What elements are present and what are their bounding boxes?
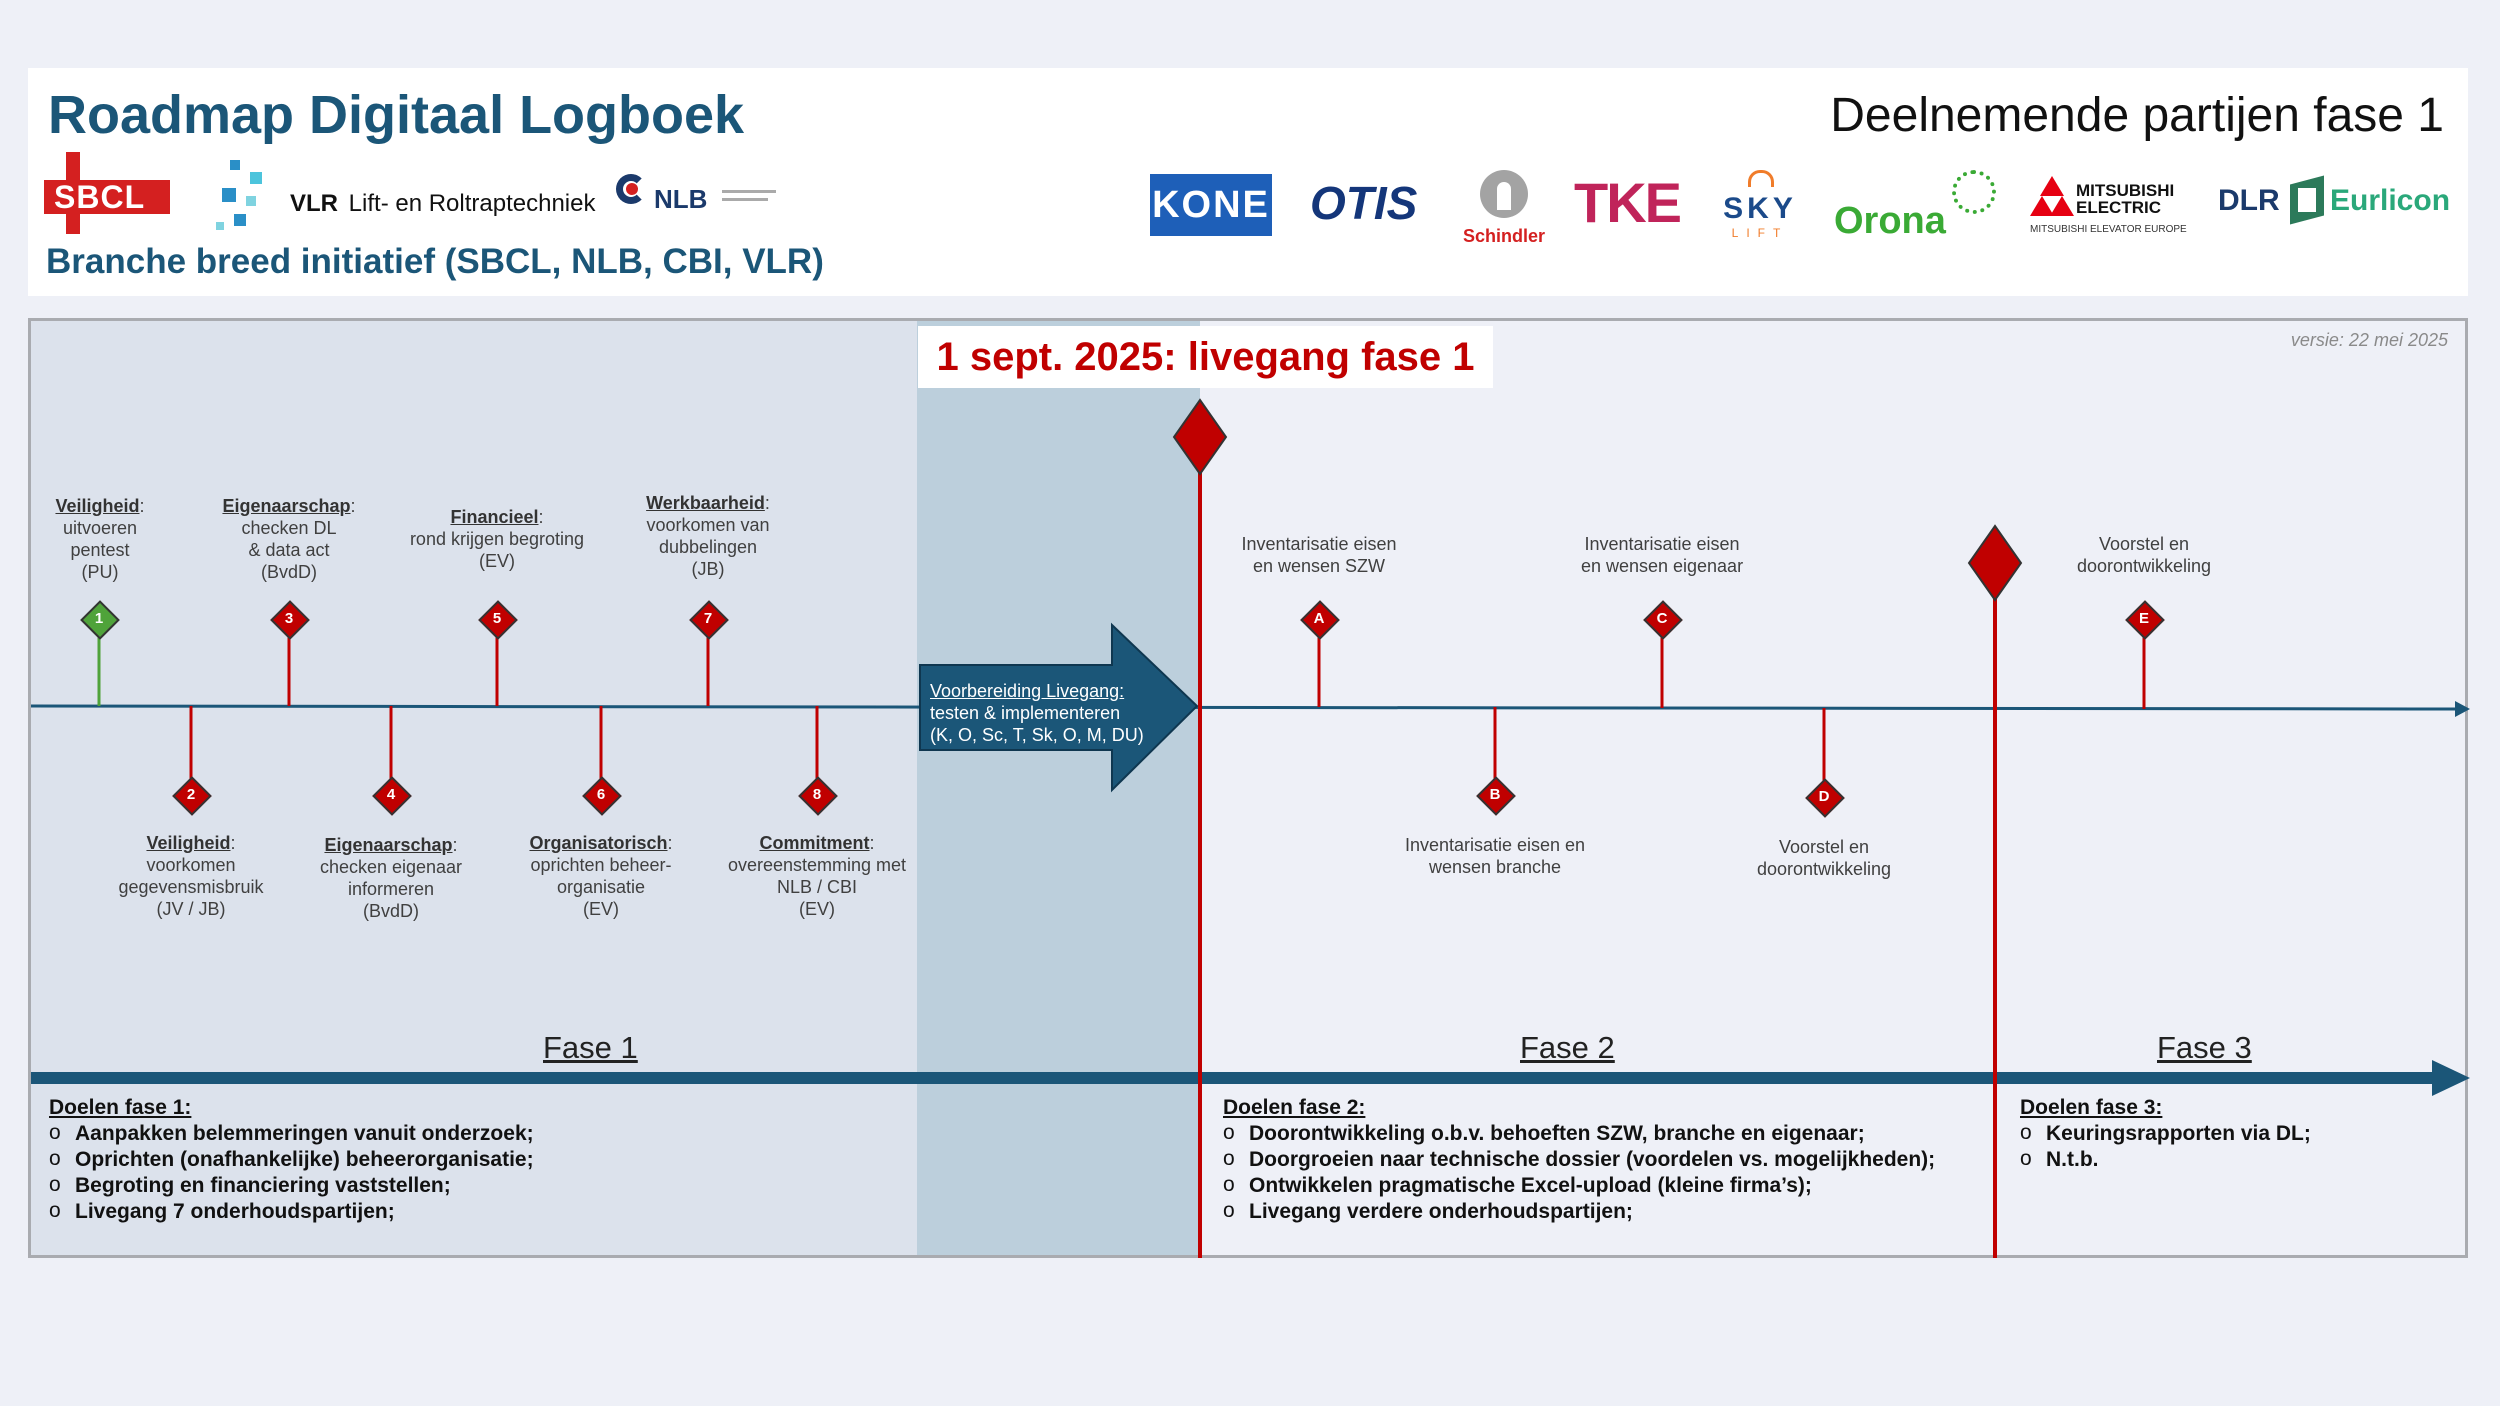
vlr-logo: VLR Lift- en Roltraptechniek — [210, 152, 595, 242]
partners-title: Deelnemende partijen fase 1 — [1830, 89, 2444, 142]
mitsubishi-logo: MITSUBISHI ELECTRIC MITSUBISHI ELEVATOR … — [2030, 172, 2190, 242]
livegang-banner: 1 sept. 2025: livegang fase 1 — [918, 326, 1493, 388]
milestone-a-marker: A — [1300, 600, 1340, 640]
milestone-d-label: Voorstel en doorontwikkeling — [1756, 837, 1892, 879]
milestone-7-label: Werkbaarheid: voorkomen van dubbelingen … — [646, 493, 770, 579]
goal-item: Doorontwikkeling o.b.v. behoeften SZW, b… — [1223, 1120, 1993, 1147]
milestone-2-marker: 2 — [172, 776, 212, 816]
goals-fase2: Doelen fase 2: Doorontwikkeling o.b.v. b… — [1223, 1095, 1993, 1225]
milestone-8-marker: 8 — [798, 776, 838, 816]
goal-item: Livegang verdere onderhoudspartijen; — [1223, 1198, 1993, 1225]
kone-logo: KONE — [1150, 174, 1272, 236]
sky-lift-logo: SKY LIFT — [1720, 170, 1800, 242]
goals-fase3: Doelen fase 3: Keuringsrapporten via DL;… — [2020, 1095, 2460, 1173]
goal-item: Begroting en financiering vaststellen; — [49, 1172, 909, 1199]
milestone-3-marker: 3 — [270, 600, 310, 640]
otis-logo: OTIS — [1310, 177, 1418, 229]
dlr-eurlicon-logo: DLR Eurlicon — [2218, 175, 2468, 226]
milestone-e-marker: E — [2125, 600, 2165, 640]
fase2-title: Fase 2 — [1520, 1030, 1615, 1065]
milestone-2-label: Veiligheid: voorkomen gegevensmisbruik (… — [118, 833, 264, 919]
milestone-1-label: Veiligheid: uitvoeren pentest (PU) — [55, 496, 145, 582]
milestone-d-marker: D — [1805, 778, 1845, 818]
milestone-b-marker: B — [1476, 776, 1516, 816]
milestone-c-marker: C — [1643, 600, 1683, 640]
goal-item: Oprichten (onafhankelijke) beheerorganis… — [49, 1146, 909, 1173]
milestone-4-label: Eigenaarschap: checken eigenaar informer… — [319, 835, 463, 921]
goal-item: N.t.b. — [2020, 1146, 2460, 1173]
goal-item: Ontwikkelen pragmatische Excel-upload (k… — [1223, 1172, 1993, 1199]
milestone-a-label: Inventarisatie eisen en wensen SZW — [1241, 534, 1397, 576]
fase3-title: Fase 3 — [2157, 1030, 2252, 1065]
livegang-diamonds — [1172, 398, 2023, 602]
goal-item: Keuringsrapporten via DL; — [2020, 1120, 2460, 1147]
nlb-logo: NLB — [616, 170, 776, 220]
milestone-5-label: Financieel: rond krijgen begroting (EV) — [409, 507, 585, 571]
goal-item: Livegang 7 onderhoudspartijen; — [49, 1198, 909, 1225]
sbcl-logo: SBCL — [44, 152, 170, 234]
milestone-c-label: Inventarisatie eisen en wensen eigenaar — [1580, 534, 1744, 576]
milestone-b-label: Inventarisatie eisen en wensen branche — [1404, 835, 1586, 877]
goals-fase1: Doelen fase 1: Aanpakken belemmeringen v… — [49, 1095, 909, 1225]
milestone-5-marker: 5 — [478, 600, 518, 640]
milestone-3-label: Eigenaarschap: checken DL & data act (Bv… — [222, 496, 356, 582]
milestone-6-marker: 6 — [582, 776, 622, 816]
phase3-diamond — [1967, 524, 2023, 602]
orona-logo: Orona — [1834, 170, 2004, 242]
milestone-6-label: Organisatorisch: oprichten beheer- organ… — [529, 833, 673, 919]
page-subtitle: Branche breed initiatief (SBCL, NLB, CBI… — [46, 242, 824, 281]
preparation-background — [917, 321, 1200, 1255]
schindler-logo: Schindler — [1460, 170, 1548, 250]
timeline-lines — [30, 440, 2470, 1258]
milestone-1-marker: 1 — [80, 600, 120, 640]
milestone-4-marker: 4 — [372, 776, 412, 816]
livegang-diamond — [1172, 398, 1228, 476]
goal-item: Aanpakken belemmeringen vanuit onderzoek… — [49, 1120, 909, 1147]
milestone-8-label: Commitment: overeenstemming met NLB / CB… — [727, 833, 907, 919]
preparation-arrow — [919, 622, 1199, 793]
milestone-7-marker: 7 — [689, 600, 729, 640]
page-title: Roadmap Digitaal Logboek — [48, 85, 745, 145]
tke-logo: TKE — [1574, 171, 1682, 234]
milestone-e-label: Voorstel en doorontwikkeling — [2076, 534, 2212, 576]
goal-item: Doorgroeien naar technische dossier (voo… — [1223, 1146, 1993, 1173]
fase1-title: Fase 1 — [543, 1030, 638, 1065]
preparation-text: Voorbereiding Livegang: testen & impleme… — [930, 681, 1144, 745]
version-label: versie: 22 mei 2025 — [2290, 330, 2448, 350]
